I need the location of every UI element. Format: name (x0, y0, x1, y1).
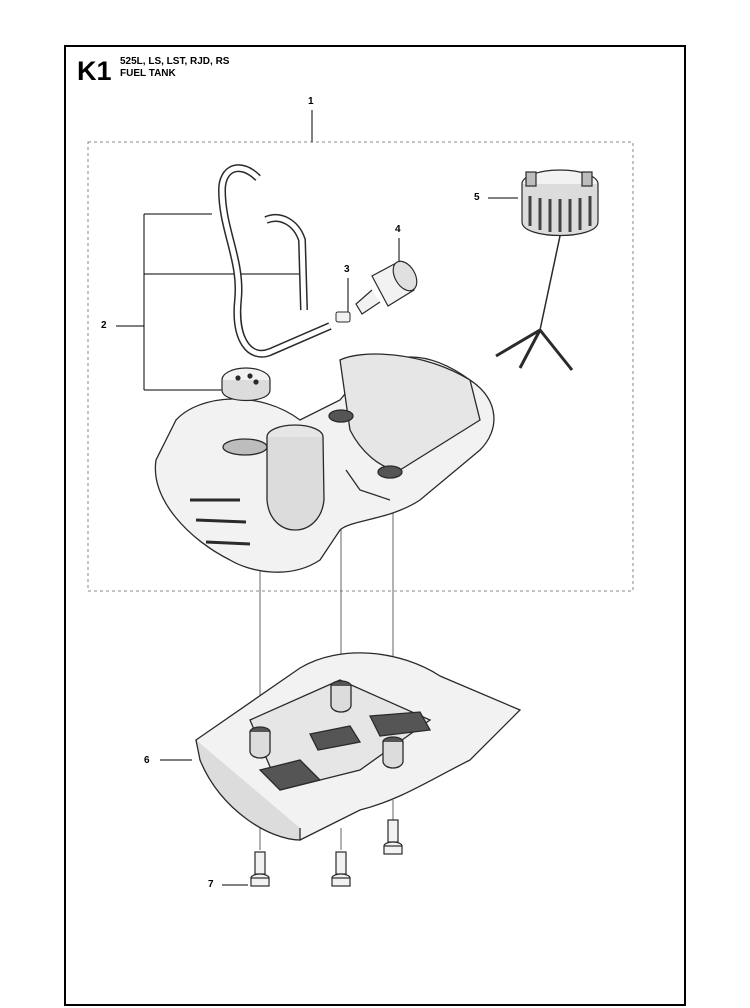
tank-guard (195, 652, 522, 841)
screw-right (383, 819, 403, 855)
screws (250, 819, 403, 887)
fuel-hoses (217, 164, 332, 358)
callout-7: 7 (208, 879, 214, 890)
callout-6: 6 (144, 755, 150, 766)
section-code: K1 (77, 56, 112, 86)
callout-4: 4 (395, 224, 401, 235)
vent-plug (221, 367, 271, 401)
callout-2: 2 (101, 320, 107, 331)
callout-3: 3 (344, 264, 350, 275)
drawing-frame (64, 45, 686, 1006)
callout-5: 5 (474, 192, 480, 203)
screw-left (250, 851, 270, 887)
diagram-title: FUEL TANK (120, 68, 176, 79)
screw-middle (331, 851, 351, 887)
model-list: 525L, LS, LST, RJD, RS (120, 56, 230, 67)
clip (335, 311, 351, 323)
fuel-tank-body (154, 353, 495, 573)
assembly-boundary (87, 141, 634, 592)
fuel-cap (495, 169, 599, 371)
fuel-filter (355, 260, 418, 315)
callout-1: 1 (308, 96, 314, 107)
